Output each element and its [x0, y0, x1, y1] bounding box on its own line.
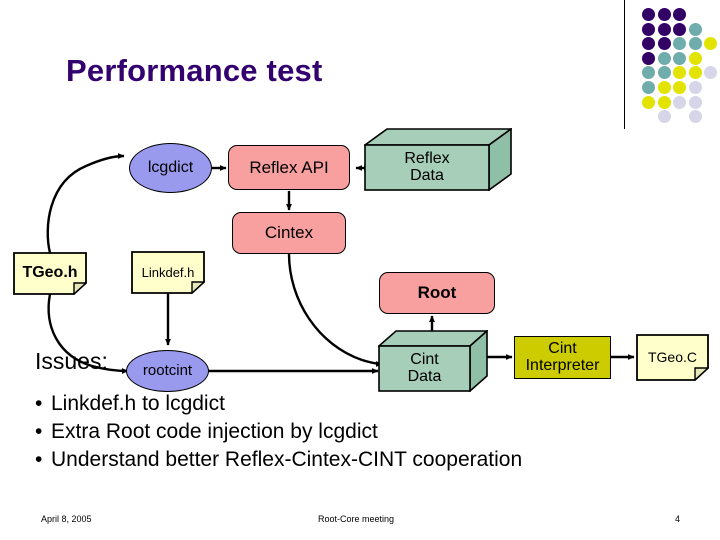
node-reflex-data[interactable]: Reflex Data: [364, 128, 512, 191]
issues-label: Issues:: [35, 348, 108, 374]
decorative-dot: [688, 110, 702, 124]
footer-date: April 8, 2005: [41, 514, 92, 524]
page-title: Performance test: [66, 53, 323, 88]
tgeo-c-document-shape: [636, 334, 709, 381]
decorative-dot: [657, 22, 671, 36]
decorative-dot: [704, 37, 717, 51]
decorative-dot: [642, 66, 655, 80]
decorative-dot: [704, 66, 717, 80]
decorative-dot: [657, 81, 671, 94]
decorative-dot-grid: [642, 8, 720, 128]
node-cint-data-label: Cint Data: [379, 346, 470, 391]
linkdef-h-document-shape: [131, 251, 205, 294]
footer-event: Root-Core meeting: [318, 514, 395, 524]
decorative-dot: [657, 8, 671, 21]
node-reflex-data-line2: Data: [410, 166, 444, 184]
decorative-dot: [642, 51, 655, 65]
decorative-dot: [657, 95, 671, 109]
decorative-dot: [673, 66, 686, 80]
bullet-marker-icon: •: [35, 447, 43, 471]
node-rootcint[interactable]: rootcint: [126, 350, 209, 392]
bullet-item-2: • Understand better Reflex-Cintex-CINT co…: [35, 446, 675, 474]
decorative-dot: [657, 110, 671, 124]
decorative-dot: [673, 8, 686, 21]
decorative-vertical-rule: [624, 0, 625, 129]
node-cintex[interactable]: Cintex: [232, 212, 346, 254]
node-cintex-label: Cintex: [264, 223, 314, 243]
node-reflex-api[interactable]: Reflex API: [228, 145, 350, 190]
bullet-item-label: Understand better Reflex-Cintex-CINT coo…: [51, 447, 523, 471]
node-reflex-api-label: Reflex API: [249, 157, 329, 177]
node-lcgdict-label: lcgdict: [147, 158, 194, 176]
tgeo-h-document-shape: [13, 252, 87, 295]
node-linkdef-h[interactable]: Linkdef.h: [131, 251, 205, 294]
decorative-dot: [673, 81, 686, 94]
node-reflex-data-line1: Reflex: [404, 149, 450, 167]
node-rootcint-label: rootcint: [142, 362, 193, 380]
node-root[interactable]: Root: [379, 272, 495, 314]
node-cint-interpreter[interactable]: Cint Interpreter: [514, 336, 611, 379]
cint-data-box-shape: [378, 330, 488, 392]
bullet-marker-icon: •: [35, 419, 43, 443]
decorative-dot: [688, 66, 702, 80]
decorative-dot: [642, 95, 655, 109]
bullet-item-0: • Linkdef.h to lcgdict: [35, 390, 675, 418]
node-reflex-data-label: Reflex Data: [365, 145, 489, 190]
node-cint-data[interactable]: Cint Data: [378, 330, 488, 392]
edge-tgeoh-to-lcgdict: [46, 153, 125, 254]
decorative-dot: [688, 22, 702, 36]
decorative-dot: [642, 37, 655, 51]
decorative-dot: [688, 81, 702, 94]
node-linkdef-h-label: Linkdef.h: [141, 264, 195, 280]
decorative-dot: [688, 51, 702, 65]
decorative-dot: [642, 81, 655, 94]
node-cint-interpreter-line1: Cint: [548, 339, 577, 357]
decorative-dot: [657, 66, 671, 80]
bullet-item-label: Extra Root code injection by lcgdict: [51, 419, 378, 443]
decorative-dot: [673, 37, 686, 51]
node-tgeo-c-label: TGeo.C: [647, 349, 697, 366]
decorative-dot: [657, 37, 671, 51]
decorative-dot: [673, 95, 686, 109]
bullet-marker-icon: •: [35, 392, 43, 415]
node-cint-data-line1: Cint: [410, 350, 439, 368]
footer-page-number: 4: [675, 514, 681, 524]
decorative-dot: [673, 22, 686, 36]
bullet-item-1: • Extra Root code injection by lcgdict: [35, 418, 675, 446]
decorative-dot: [657, 51, 671, 65]
node-tgeo-c[interactable]: TGeo.C: [636, 334, 709, 381]
node-tgeo-h-label: TGeo.h: [22, 264, 78, 282]
node-lcgdict[interactable]: lcgdict: [129, 143, 212, 193]
node-cint-data-line2: Data: [407, 367, 442, 385]
node-root-label: Root: [417, 283, 457, 303]
reflex-data-box-shape: [364, 128, 512, 191]
issues-bullet-list: • Linkdef.h to lcgdict • Extra Root code in…: [35, 390, 675, 474]
edge-cintex-to-cint-data: [287, 253, 383, 367]
decorative-dot: [673, 51, 686, 65]
decorative-dot: [642, 8, 655, 21]
decorative-dot: [688, 95, 702, 109]
decorative-dot: [688, 37, 702, 51]
node-tgeo-h[interactable]: TGeo.h: [13, 252, 87, 295]
node-cint-interpreter-line2: Interpreter: [525, 356, 600, 374]
decorative-dot: [642, 22, 655, 36]
bullet-item-label: Linkdef.h to lcgdict: [51, 392, 225, 415]
